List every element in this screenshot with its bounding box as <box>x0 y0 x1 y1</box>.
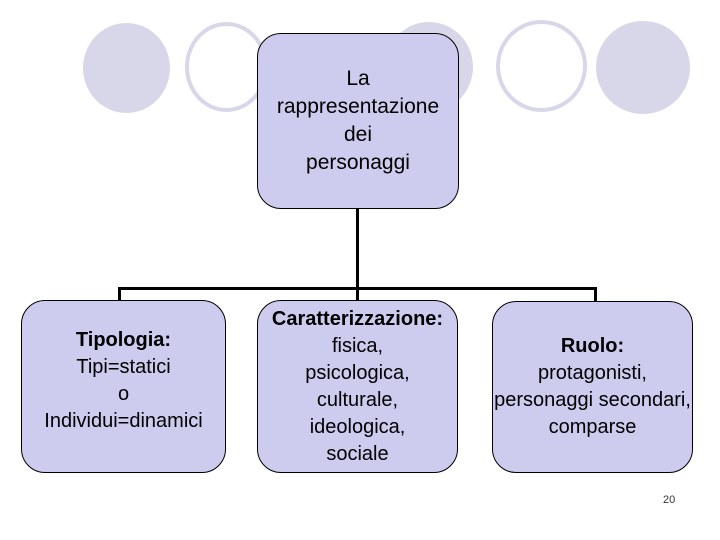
node-ruolo-line-2: personaggi secondari, <box>494 389 691 411</box>
node-caratterizzazione-title: Caratterizzazione: <box>271 307 444 330</box>
node-root-line-3: dei <box>343 123 373 146</box>
node-ruolo-line-1: protagonisti, <box>538 362 647 384</box>
node-root[interactable]: La rappresentazione dei personaggi <box>257 33 459 209</box>
node-caratterizzazione-line-5: sociale <box>326 442 389 465</box>
node-tipologia-line-2: o <box>117 382 130 405</box>
node-root-line-1: La <box>346 67 370 90</box>
connector-crossbar-line <box>118 287 597 290</box>
slide-number: 20 <box>663 494 676 506</box>
decorative-circle-filled-3 <box>596 21 690 114</box>
node-caratterizzazione[interactable]: Caratterizzazione: fisica, psicologica, … <box>257 300 458 473</box>
node-ruolo-line-3: comparse <box>548 416 637 438</box>
node-root-line-4: personaggi <box>306 151 410 174</box>
node-caratterizzazione-line-1: fisica, <box>331 334 384 357</box>
decorative-circle-outline-2 <box>496 20 587 112</box>
node-tipologia-line-3: Individui=dinamici <box>44 409 203 432</box>
node-tipologia[interactable]: Tipologia: Tipi=statici o Individui=dina… <box>21 300 226 473</box>
node-tipologia-line-1: Tipi=statici <box>76 355 171 378</box>
node-root-line-2: rappresentazione <box>276 95 440 118</box>
node-caratterizzazione-line-4: ideologica, <box>309 415 406 438</box>
node-ruolo[interactable]: Ruolo: protagonisti, personaggi secondar… <box>492 301 693 473</box>
node-tipologia-title: Tipologia: <box>75 328 172 351</box>
connector-trunk-line <box>356 208 359 302</box>
decorative-circle-filled-1 <box>83 23 170 113</box>
node-caratterizzazione-line-3: culturale, <box>316 388 399 411</box>
node-ruolo-title: Ruolo: <box>560 335 625 357</box>
connector-drop-right-line <box>594 287 597 302</box>
connector-drop-left-line <box>118 287 121 301</box>
node-caratterizzazione-line-2: psicologica, <box>305 361 410 384</box>
decorative-circle-outline-1 <box>185 22 268 112</box>
